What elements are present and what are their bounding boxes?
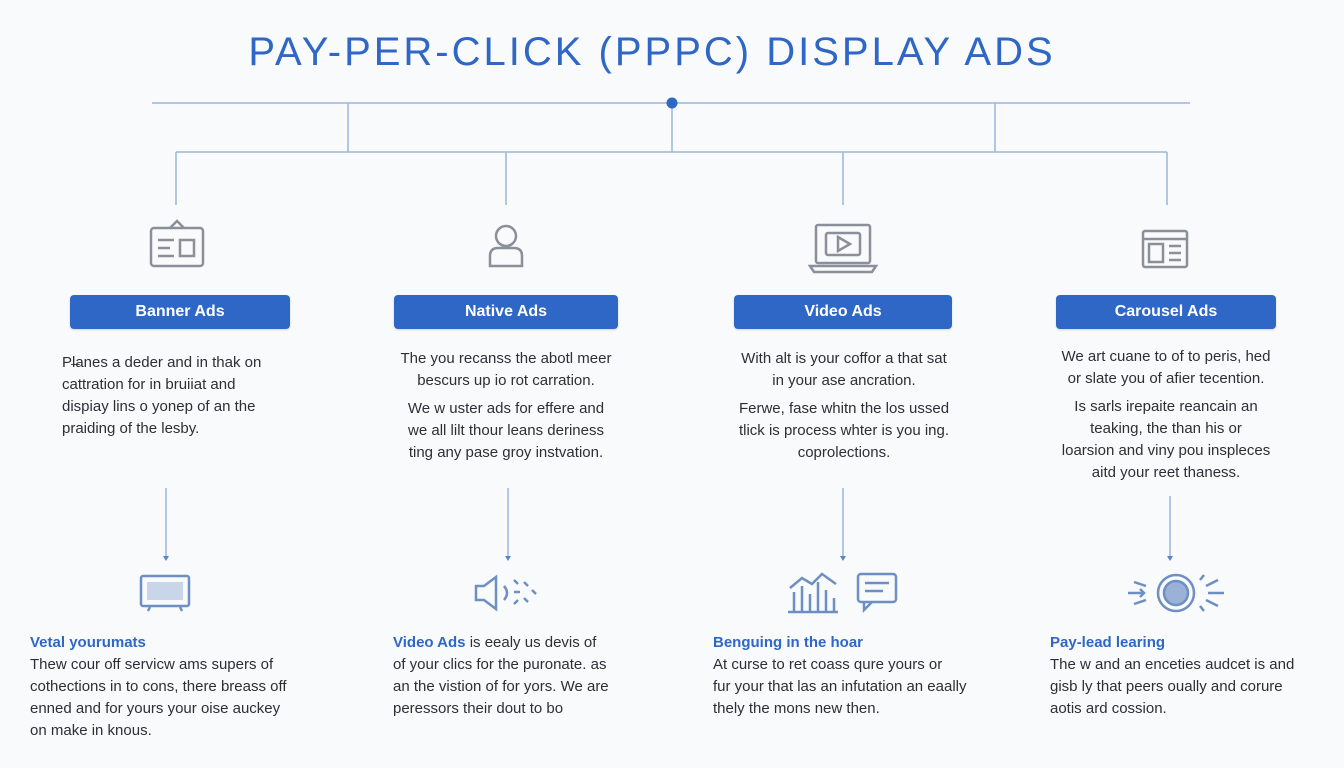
carousel-bottom-title: Pay-lead learing [1050, 634, 1166, 651]
banner-ads-description: Pl̶anes a deder and in thak on cattratio… [62, 354, 262, 437]
banner-bottom-block: Vetal yourumats Thew cour off servicw am… [30, 632, 330, 742]
id-card-icon [149, 219, 205, 268]
native-bottom-title: Video Ads [393, 634, 466, 651]
video-ads-label: Video Ads [734, 295, 952, 329]
megaphone-icon [474, 574, 537, 612]
hub-dot [666, 97, 678, 109]
page-title: PAY-PER-CLICK (PPPC) DISPLAY ADS [248, 30, 1056, 74]
carousel-icon [1141, 229, 1189, 269]
laptop-play-icon [808, 223, 878, 274]
carousel-bottom-block: Pay-lead learing The w and an enceties a… [1050, 632, 1340, 720]
video-ads-description: With alt is your coffor a that sat in yo… [738, 350, 950, 461]
banner-bottom-title: Vetal yourumats [30, 634, 146, 651]
user-icon [488, 224, 524, 268]
native-bottom-block: Video Ads is eealy us devis of of your c… [393, 634, 609, 717]
banner-ads-label: Banner Ads [70, 295, 290, 329]
monitor-icon [139, 574, 191, 612]
carousel-ads-label: Carousel Ads [1056, 295, 1276, 329]
native-ads-description: The you recanss the abotl meer bescurs u… [400, 350, 612, 461]
native-ads-label: Native Ads [394, 295, 618, 329]
target-signal-icon [1128, 573, 1224, 613]
video-bottom-title: Benguing in the hoar [713, 634, 863, 651]
chart-chat-icon [788, 572, 898, 614]
video-bottom-block: Benguing in the hoar At curse to ret coa… [713, 632, 1003, 720]
carousel-ads-description: We art cuane to of to peris, hed or slat… [1061, 348, 1271, 481]
